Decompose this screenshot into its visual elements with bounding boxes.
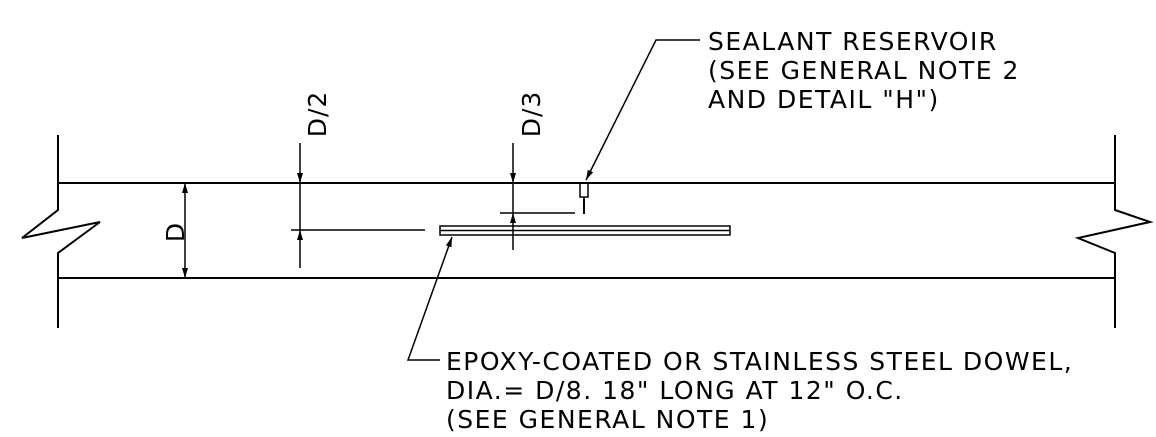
dim-label-d-third: D/3 [517,91,546,138]
dowel-note-line2: DIA.= D/8. 18" LONG AT 12" O.C. [446,376,904,405]
dim-label-d-half: D/2 [303,91,332,138]
dowel-note-line1: EPOXY-COATED OR STAINLESS STEEL DOWEL, [446,347,1073,376]
sealant-note-line1: SEALANT RESERVOIR [708,27,998,56]
slab-outline [21,135,1154,328]
right-break-line [1074,135,1154,328]
left-break-line [21,135,101,328]
dowel-note-line3: (SEE GENERAL NOTE 1) [446,405,769,434]
sealant-leader [585,39,700,181]
dowel-leader [406,236,453,361]
dim-label-d: D [161,222,190,242]
sealant-note-line3: AND DETAIL "H") [708,85,940,114]
dimension-d-third [500,143,575,250]
sealant-note-line2: (SEE GENERAL NOTE 2 [708,56,1020,85]
dowel-bar [439,225,731,236]
dimension-d-half [291,143,425,268]
sealant-reservoir [579,182,589,214]
